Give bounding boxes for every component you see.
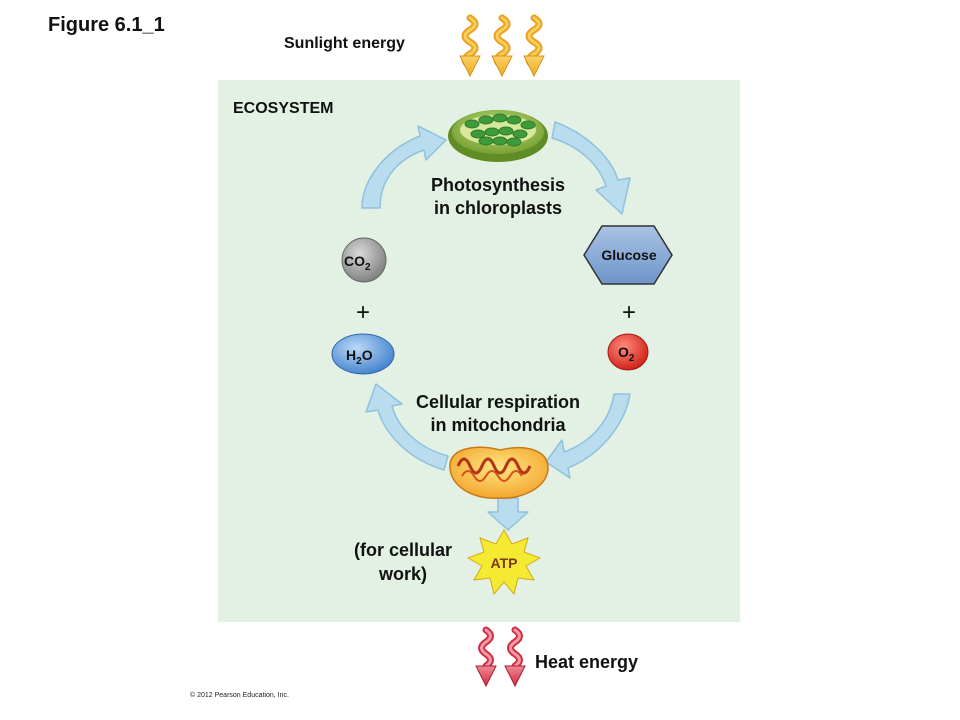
respiration-label-line1: Cellular respiration — [416, 392, 580, 412]
work-label-line1: (for cellular — [354, 540, 452, 560]
sunlight-arrow — [491, 14, 513, 78]
work-label-line2: work) — [378, 564, 427, 584]
sunlight-arrow — [459, 14, 481, 78]
sunlight-arrows — [459, 14, 545, 78]
sunlight-arrow — [523, 14, 545, 78]
h2o-sub: 2 — [356, 356, 362, 367]
arrow-to-atp — [487, 497, 529, 531]
ecosystem-label: ECOSYSTEM — [233, 100, 333, 117]
glucose-label: Glucose — [601, 247, 656, 263]
o2-main: O — [618, 344, 629, 360]
h2o-molecule: H2O — [331, 333, 395, 375]
heat-label: Heat energy — [535, 652, 638, 672]
co2-sub: 2 — [365, 262, 371, 273]
heat-arrow — [475, 626, 497, 688]
arrow-to-glucose — [551, 121, 631, 215]
co2-molecule: CO2 — [341, 237, 387, 283]
plus-left: + — [356, 299, 370, 326]
cycle-arrows — [361, 121, 631, 531]
svg-text:H2O: H2O — [346, 347, 373, 367]
svg-text:CO2: CO2 — [344, 253, 371, 273]
respiration-label-line2: in mitochondria — [431, 415, 567, 435]
co2-main: CO — [344, 253, 365, 269]
heat-arrow — [504, 626, 526, 688]
o2-sub: 2 — [629, 353, 635, 364]
photosynthesis-label-line2: in chloroplasts — [434, 198, 562, 218]
h2o-main2: O — [362, 347, 373, 363]
arrow-to-h2o — [365, 383, 449, 471]
arrow-to-chloroplast — [361, 125, 447, 209]
atp-burst: ATP — [466, 528, 542, 596]
atp-label: ATP — [491, 555, 518, 571]
copyright: © 2012 Pearson Education, Inc. — [190, 691, 289, 699]
ecosystem-box — [218, 80, 740, 622]
chloroplast-icon — [448, 110, 548, 162]
plus-right: + — [622, 299, 636, 326]
glucose-molecule: Glucose — [583, 225, 673, 285]
photosynthesis-label-line1: Photosynthesis — [431, 175, 565, 195]
sunlight-label: Sunlight energy — [284, 35, 405, 52]
figure-label: Figure 6.1_1 — [48, 14, 165, 36]
h2o-main1: H — [346, 347, 356, 363]
svg-text:O2: O2 — [618, 344, 635, 364]
o2-molecule: O2 — [607, 333, 649, 371]
mitochondrion-icon — [449, 446, 549, 499]
heat-arrows — [475, 626, 526, 688]
